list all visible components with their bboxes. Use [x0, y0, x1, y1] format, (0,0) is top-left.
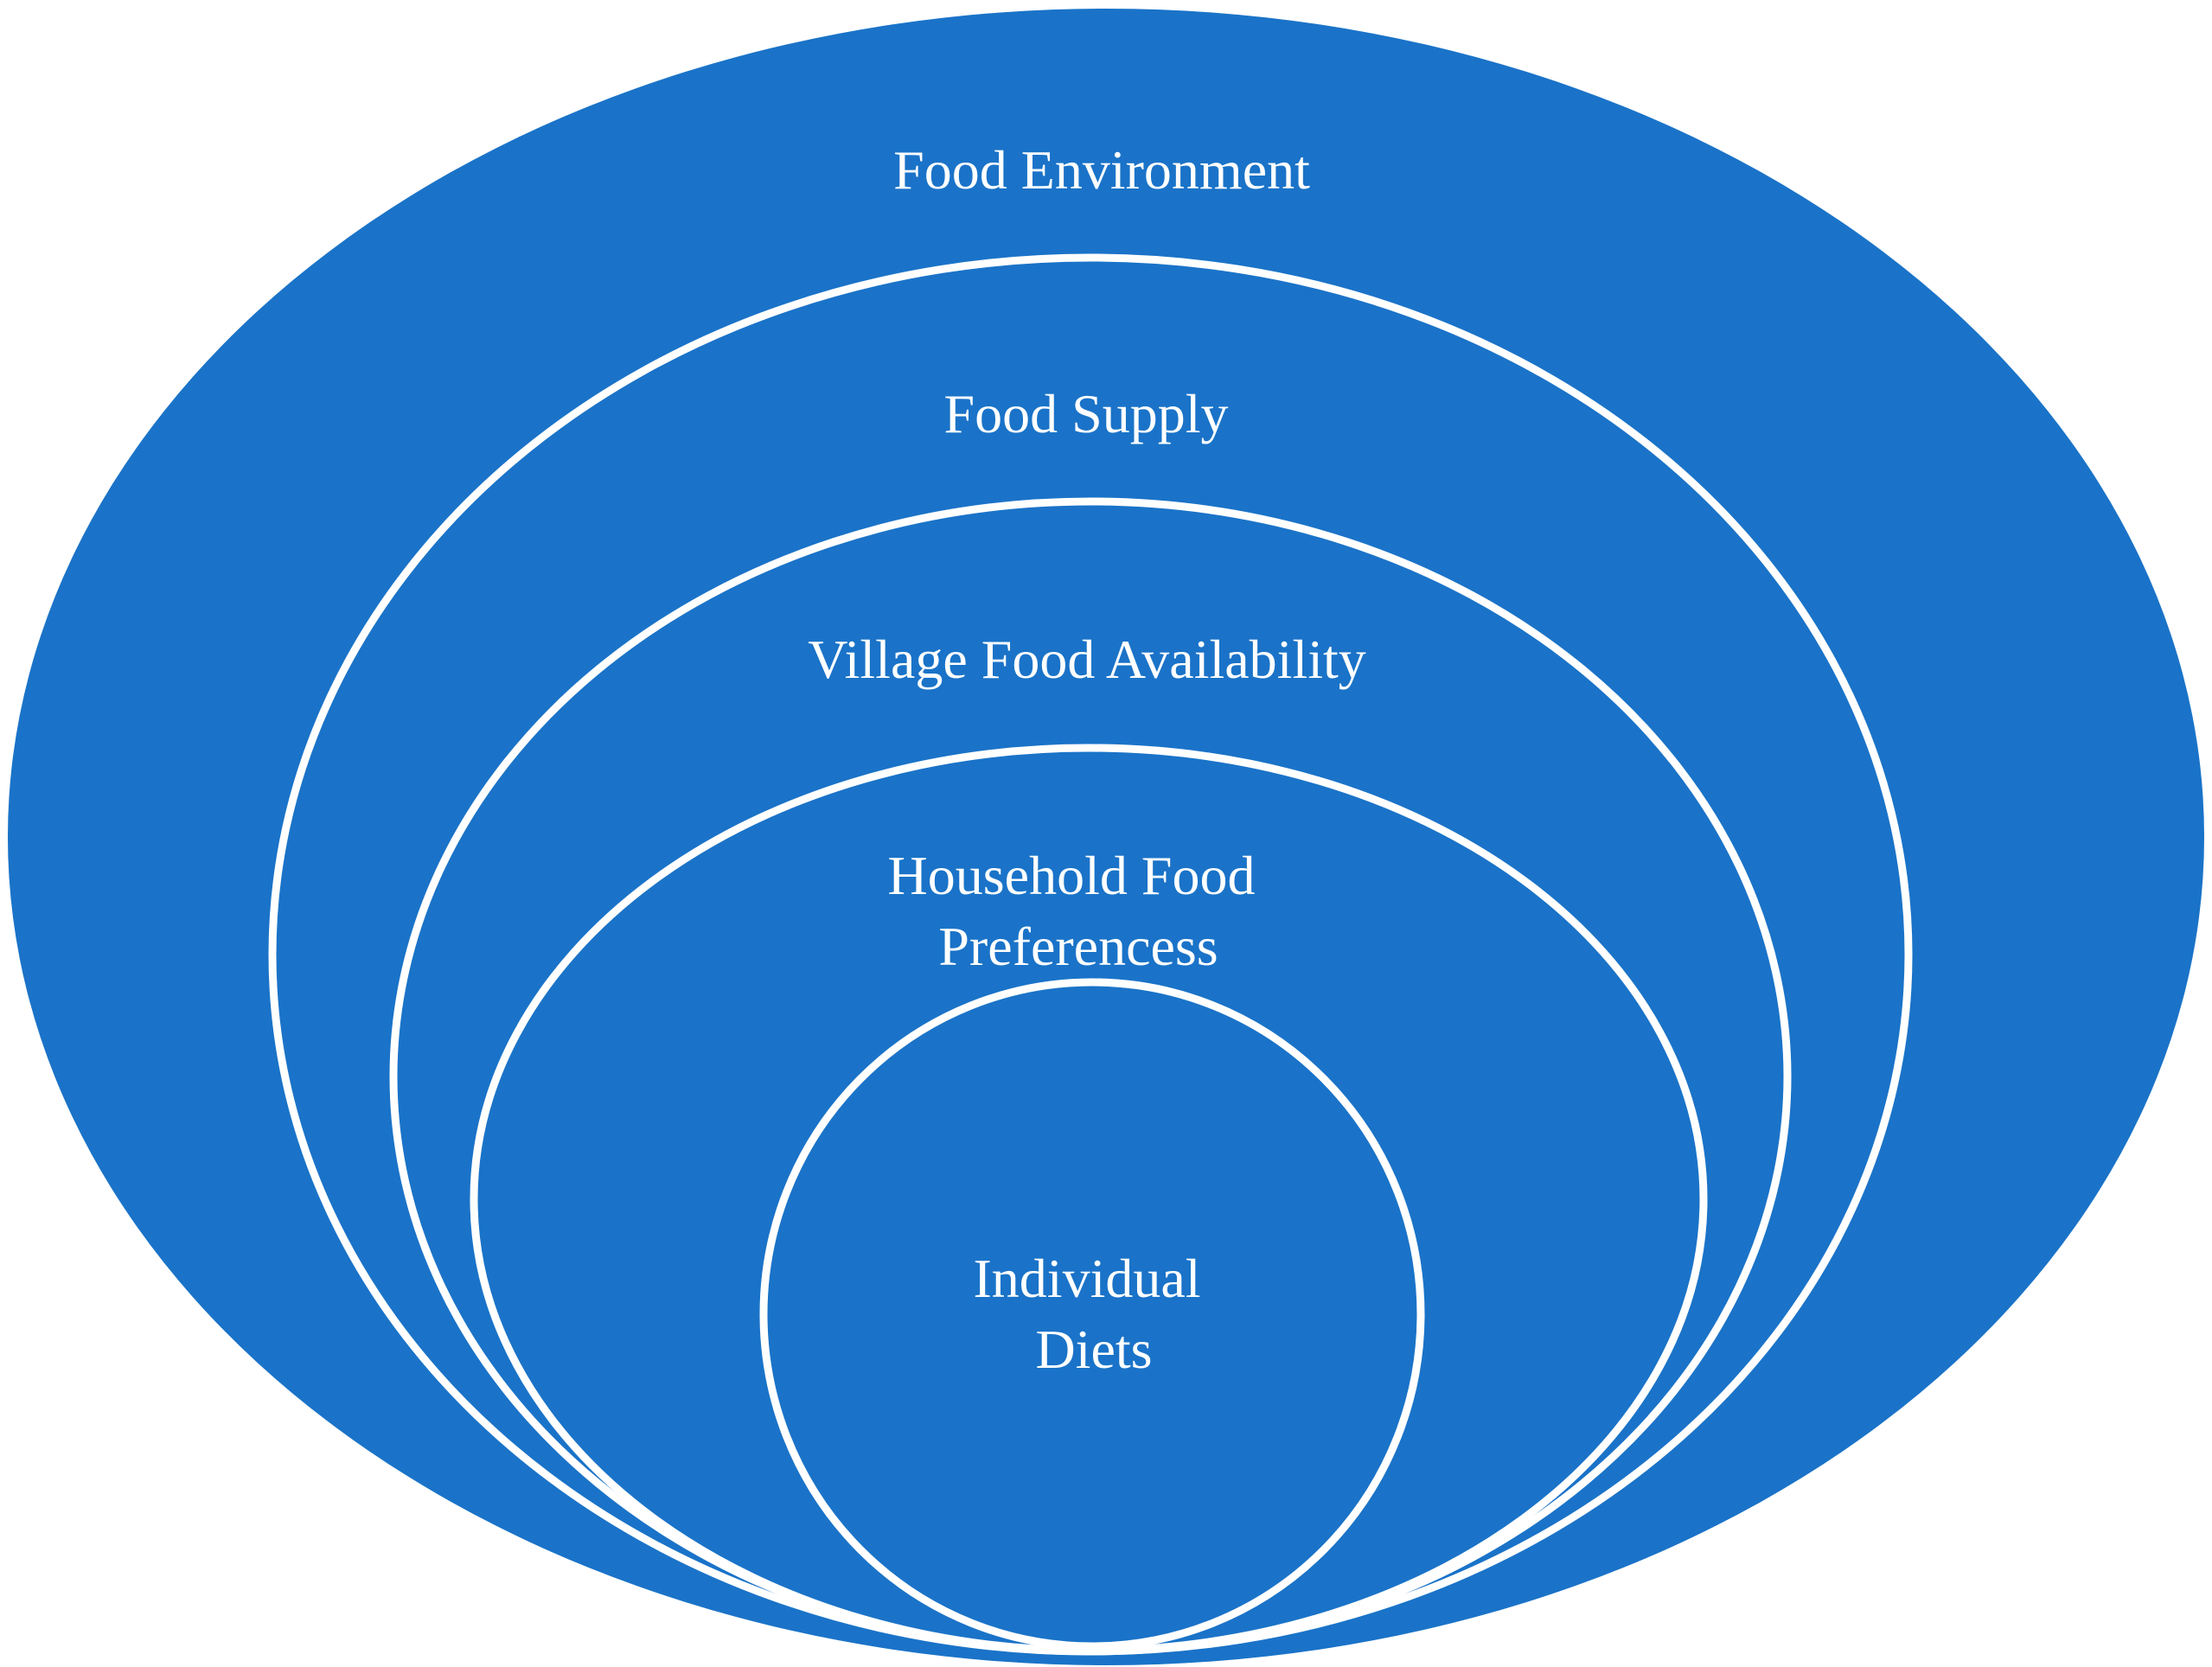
label-line: Diets [1035, 1319, 1152, 1380]
label-line: Food Supply [944, 383, 1229, 444]
label-food-environment: Food Environment [893, 139, 1310, 201]
label-food-supply: Food Supply [944, 383, 1229, 444]
ellipse-individual-diets [759, 978, 1425, 1651]
label-village-food-availability: Village Food Availability [808, 629, 1366, 690]
label-line: Village Food Availability [808, 629, 1366, 690]
label-line: Individual [973, 1248, 1200, 1309]
label-line: Food Environment [893, 139, 1310, 201]
label-line: Household Food [888, 845, 1256, 906]
label-line: Preferencess [938, 916, 1218, 977]
label-individual-diets: Individual Diets [973, 1248, 1214, 1380]
label-household-food-preferences: Household Food Preferencess [888, 845, 1269, 977]
layer-individual-diets [759, 978, 1425, 1651]
